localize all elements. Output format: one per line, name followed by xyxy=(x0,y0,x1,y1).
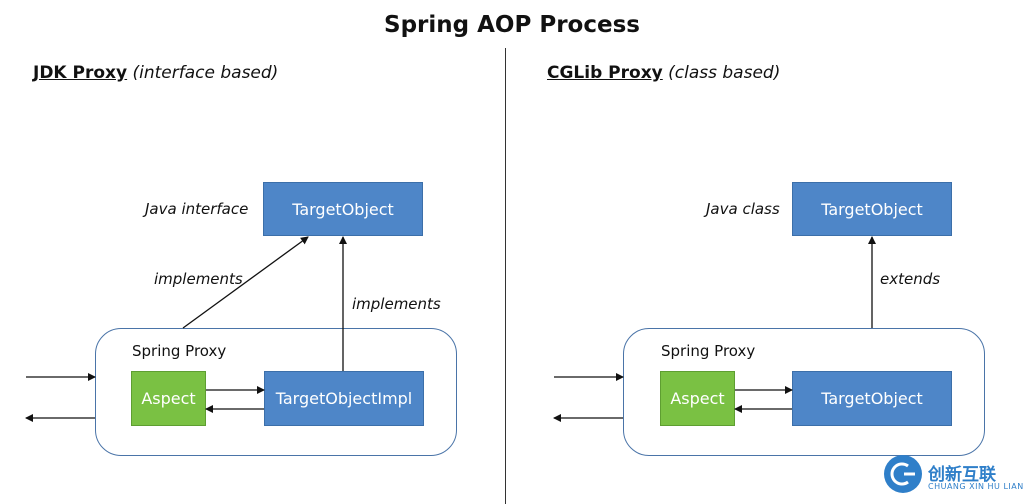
cglib-proxy-subheading: (class based) xyxy=(668,63,781,83)
left-heading: JDK Proxy (interface based) xyxy=(33,63,278,83)
section-divider xyxy=(505,48,506,504)
left-implements-arrow-1 xyxy=(182,236,309,329)
right-spring-proxy-label: Spring Proxy xyxy=(661,342,756,360)
left-target-object-box: TargetObject xyxy=(263,182,423,236)
java-class-label: Java class xyxy=(706,200,780,218)
jdk-proxy-heading: JDK Proxy xyxy=(33,63,128,83)
cglib-proxy-heading: CGLib Proxy xyxy=(547,63,663,83)
target-object-impl-box: TargetObjectImpl xyxy=(264,371,424,426)
right-target-object-box: TargetObject xyxy=(792,182,952,236)
java-interface-label: Java interface xyxy=(145,200,249,218)
right-aspect-box: Aspect xyxy=(660,371,735,426)
left-aspect-box: Aspect xyxy=(131,371,206,426)
watermark-chinese-text: 创新互联 xyxy=(928,465,996,485)
right-inner-target-object-box: TargetObject xyxy=(792,371,952,426)
watermark-english-text: CHUANG XIN HU LIAN xyxy=(928,482,1024,491)
watermark-logo-icon xyxy=(884,455,922,493)
diagram-title: Spring AOP Process xyxy=(384,12,640,38)
jdk-proxy-subheading: (interface based) xyxy=(132,63,279,83)
extends-label: extends xyxy=(880,270,941,288)
left-implements-label-2: implements xyxy=(352,295,441,313)
left-implements-label-1: implements xyxy=(154,270,243,288)
right-heading: CGLib Proxy (class based) xyxy=(547,63,780,83)
left-spring-proxy-label: Spring Proxy xyxy=(132,342,227,360)
